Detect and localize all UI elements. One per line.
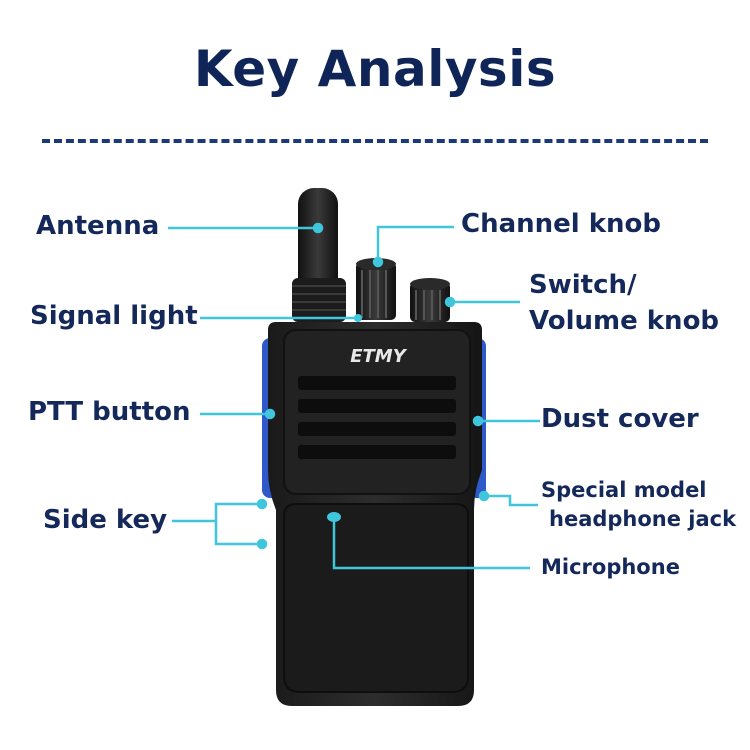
leader-lines xyxy=(168,222,540,570)
title-divider xyxy=(42,139,708,143)
channel-knob-part xyxy=(356,258,396,320)
label-volume-knob: Volume knob xyxy=(529,306,720,336)
label-channel-knob: Channel knob xyxy=(461,209,662,239)
label-signal-light: Signal light xyxy=(30,301,198,331)
volume-knob-part xyxy=(410,278,450,322)
brand-logo: ETMY xyxy=(350,346,407,367)
label-switch-line1: Switch/ xyxy=(529,270,637,300)
label-special-model: Special model xyxy=(541,478,707,502)
label-antenna: Antenna xyxy=(36,211,160,241)
battery-panel xyxy=(283,503,469,693)
label-side-key: Side key xyxy=(43,505,168,535)
label-headphone-jack: headphone jack xyxy=(549,507,737,531)
label-microphone: Microphone xyxy=(541,555,680,579)
antenna-part xyxy=(292,188,346,322)
page-title: Key Analysis xyxy=(193,40,557,98)
label-dust-cover: Dust cover xyxy=(541,404,699,434)
speaker-grille xyxy=(298,376,456,459)
label-ptt-button: PTT button xyxy=(28,397,191,427)
